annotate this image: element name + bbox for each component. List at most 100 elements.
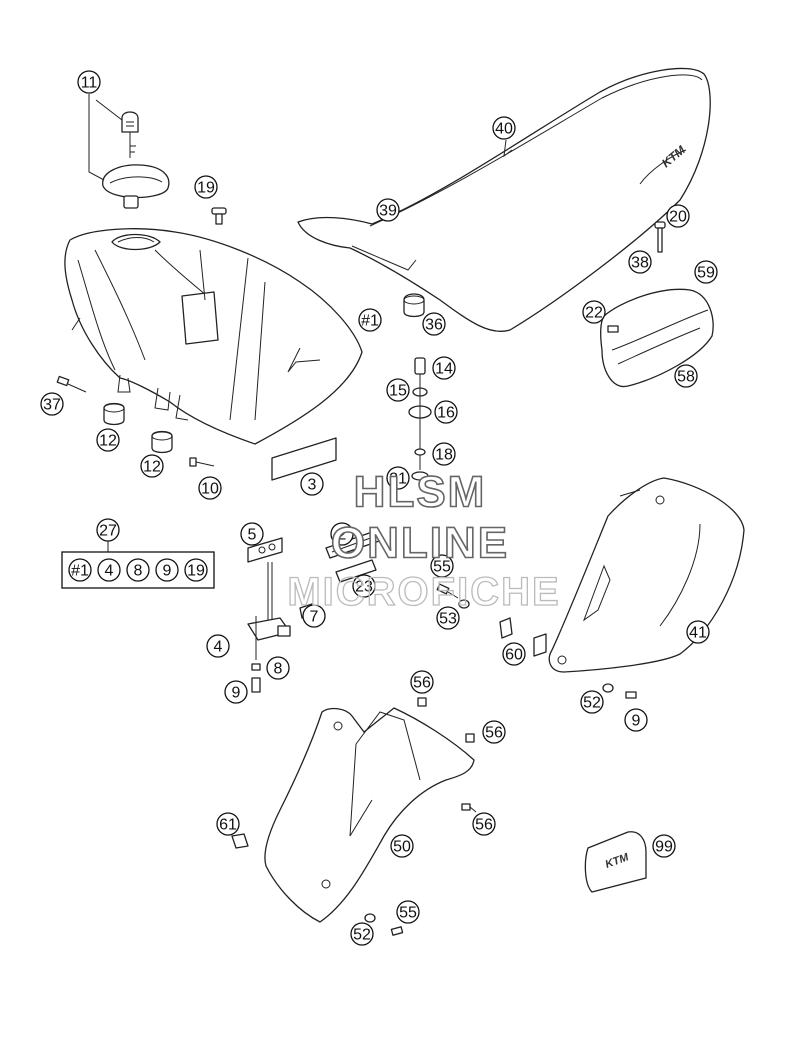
kit-member-circle [184,558,208,582]
callout-c52a: 52 [580,690,604,714]
kit-member: 19 [184,558,208,582]
callout-c59: 59 [694,260,718,284]
callout-circle [502,642,526,666]
callout-c8: 8 [266,656,290,680]
callout-label: 61 [219,817,237,834]
callout-c19a: 19 [194,175,218,199]
callout-circle [628,250,652,274]
side-panel-hardware [231,697,477,936]
callout-circle [386,378,410,402]
callout-circle [77,70,101,94]
callout-label: 12 [143,459,161,476]
kit-member-label: 4 [105,563,114,580]
callout-circle [432,356,456,380]
kit-member-label: 9 [163,563,172,580]
callout-label: 8 [274,661,283,678]
callout-c9a: 9 [224,680,248,704]
fuel-cap-assembly [88,94,170,209]
callout-label: 56 [485,725,503,742]
callout-label: 5 [248,527,257,544]
callout-label: 41 [689,625,707,642]
callout-label: 40 [495,121,513,138]
callout-label: 56 [413,675,431,692]
kit-member-circle [97,558,121,582]
callout-c20: 20 [666,204,690,228]
callout-c2: 2 [330,522,354,546]
callout-c14: 14 [432,356,456,380]
callout-c37: 37 [40,392,64,416]
callout-c3: 3 [300,472,324,496]
kit-member-label: #1 [71,563,89,580]
kit-members: #1 4 8 9 19 [68,558,208,582]
callout-label: 58 [677,369,695,386]
fuel-tap-assembly [247,529,383,693]
callout-label: 2 [338,527,347,544]
watermark-line1: HLSM [354,468,487,517]
callout-circle [224,680,248,704]
left-side-panel [264,707,475,923]
callout-circle [674,364,698,388]
kit-member-label: 8 [134,563,143,580]
callout-c7: 7 [302,604,326,628]
callout-label: 52 [583,695,601,712]
callout-circle [434,400,458,424]
callout-c55a: 55 [430,554,454,578]
callout-c15: 15 [386,378,410,402]
callout-circle [694,260,718,284]
callout-label: 12 [99,433,117,450]
callout-circle [396,900,420,924]
callout-label: 27 [99,523,117,540]
watermark-line3: MICROFICHE [287,570,560,614]
seat-fasteners [211,207,666,253]
callout-circle [40,392,64,416]
callout-circle [386,466,410,490]
callout-circle [96,518,120,542]
callout-label: 60 [505,647,523,664]
callout-label: 99 [655,839,673,856]
callout-c1a: #1 [358,308,382,332]
callout-label: 7 [310,609,319,626]
callout-circle [624,708,648,732]
callout-label: 19 [197,180,215,197]
kit-member: 4 [97,558,121,582]
callout-circle [410,670,434,694]
callout-circle [352,574,376,598]
callout-circle [432,442,456,466]
callout-c50: 50 [390,834,414,858]
rubber-buffer [403,293,425,318]
callout-label: 14 [435,361,453,378]
callout-c12b: 12 [140,454,164,478]
callout-label: 52 [353,927,371,944]
callout-label: 37 [43,397,61,414]
callout-label: 15 [389,383,407,400]
callout-c23: 23 [352,574,376,598]
callout-label: 10 [201,481,219,498]
callout-circle [358,308,382,332]
callout-c9b: 9 [624,708,648,732]
callout-c39: 39 [376,198,400,222]
callout-circle [300,472,324,496]
callout-circle [194,175,218,199]
callout-label: 23 [355,579,373,596]
tank-hardware [56,375,337,481]
callout-circle [652,834,676,858]
callout-label: 18 [435,447,453,464]
shroud-hardware-upper [436,583,547,657]
right-shroud [548,477,745,673]
callout-circle [140,454,164,478]
callout-c56c: 56 [472,812,496,836]
callout-circle [390,834,414,858]
callout-circle [430,554,454,578]
callout-c52b: 52 [350,922,374,946]
callout-c99: 99 [652,834,676,858]
callout-circle [686,620,710,644]
callout-label: 21 [389,471,407,488]
kit-member: #1 [68,558,92,582]
callout-c60: 60 [502,642,526,666]
tool-bag [600,288,714,388]
callout-label: 50 [393,839,411,856]
decal: KTM [584,831,647,893]
callout-circle [96,428,120,452]
callout-circle [240,522,264,546]
